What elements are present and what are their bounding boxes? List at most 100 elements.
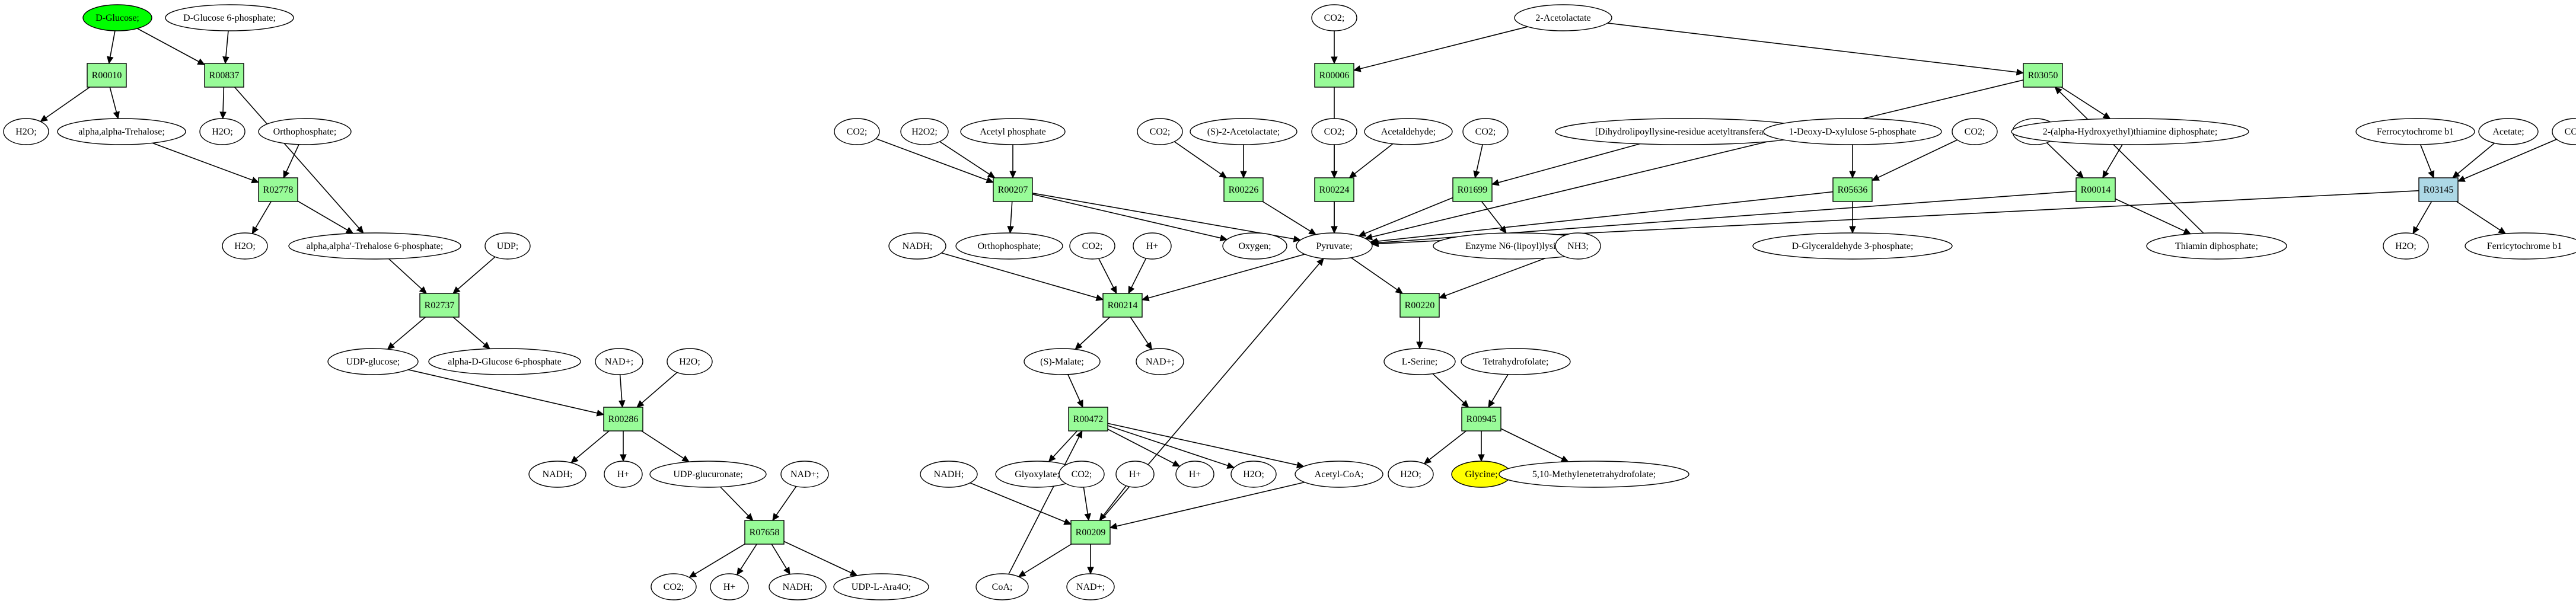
reaction-node-r00006[interactable]: R00006	[1314, 63, 1354, 88]
reaction-node-r00220[interactable]: R00220	[1399, 293, 1440, 318]
reaction-label: R02778	[263, 185, 294, 195]
reaction-node-r05636[interactable]: R05636	[1832, 177, 1873, 202]
compound-node[interactable]: (S)-Malate;	[1024, 348, 1101, 375]
compound-node[interactable]: Glyoxylate;	[995, 461, 1079, 488]
arrowhead	[2076, 170, 2084, 178]
compound-node[interactable]: Acetyl-CoA;	[1295, 461, 1383, 488]
compound-node[interactable]: Orthophosphate;	[955, 232, 1063, 260]
compound-ellipse	[327, 348, 419, 375]
compound-node[interactable]: NAD+;	[1066, 573, 1115, 600]
compound-label: CO2;	[1475, 127, 1496, 137]
compound-label: Glyoxylate;	[1015, 469, 1060, 480]
reaction-node-r01699[interactable]: R01699	[1452, 177, 1493, 202]
compound-node[interactable]: UDP-glucose;	[327, 348, 419, 375]
compound-node[interactable]: H2O;	[3, 118, 49, 145]
compound-node[interactable]: UDP-glucuronate;	[649, 461, 767, 488]
compound-node[interactable]: alpha-D-Glucose 6-phosphate	[428, 348, 581, 375]
reaction-node-r07658[interactable]: R07658	[744, 520, 785, 545]
compound-node[interactable]: Ferricytochrome b1	[2465, 232, 2576, 260]
compound-label: CO2;	[1965, 127, 1985, 137]
compound-node[interactable]: CO2;	[1137, 118, 1183, 145]
reaction-node-r00207[interactable]: R00207	[993, 177, 1033, 202]
compound-node[interactable]: D-Glyceraldehyde 3-phosphate;	[1752, 232, 1953, 260]
compound-node[interactable]: NAD+;	[595, 348, 643, 375]
compound-node[interactable]: CO2;	[1311, 118, 1357, 145]
arrowhead	[2498, 227, 2507, 234]
reaction-node-r00214[interactable]: R00214	[1102, 293, 1143, 318]
compound-node[interactable]: Oxygen;	[1222, 232, 1287, 260]
compound-node[interactable]: D-Glucose;	[82, 4, 152, 31]
reaction-node-r00945[interactable]: R00945	[1461, 407, 1501, 432]
reaction-node-r00286[interactable]: R00286	[603, 407, 643, 432]
compound-label: Enzyme N6-(lipoyl)lysine;	[1465, 241, 1567, 251]
reaction-node-r03050[interactable]: R03050	[2023, 63, 2063, 88]
compound-node[interactable]: UDP-L-Ara4O;	[833, 573, 929, 600]
compound-node[interactable]: NAD+;	[780, 461, 829, 488]
compound-node[interactable]: 2-(alpha-Hydroxyethyl)thiamine diphospha…	[2011, 118, 2249, 145]
compound-node[interactable]: H2O;	[1230, 461, 1277, 488]
compound-node[interactable]: D-Glucose 6-phosphate;	[165, 4, 294, 31]
compound-node[interactable]: CO2;	[1311, 4, 1357, 31]
compound-node[interactable]: CO2;	[651, 573, 697, 600]
compound-node[interactable]: CO2;	[2552, 118, 2576, 145]
compound-node[interactable]: H2O;	[1388, 461, 1434, 488]
reaction-node-r00209[interactable]: R00209	[1070, 520, 1111, 545]
compound-node[interactable]: Ferrocytochrome b1	[2355, 118, 2475, 145]
reaction-node-r02737[interactable]: R02737	[419, 293, 460, 318]
reaction-node-r02778[interactable]: R02778	[258, 177, 298, 202]
compound-ellipse	[1388, 461, 1434, 488]
compound-node[interactable]: H2O;	[2383, 232, 2429, 260]
compound-node[interactable]: 1-Deoxy-D-xylulose 5-phosphate	[1763, 118, 1942, 145]
reaction-node-r00837[interactable]: R00837	[204, 63, 244, 88]
reaction-node-r00472[interactable]: R00472	[1068, 407, 1108, 432]
compound-node[interactable]: NAD+;	[1136, 348, 1184, 375]
reaction-node-r00224[interactable]: R00224	[1314, 177, 1354, 202]
compound-node[interactable]: CO2;	[1462, 118, 1509, 145]
compound-node[interactable]: Orthophosphate;	[258, 118, 352, 145]
compound-label: alpha,alpha-Trehalose;	[78, 127, 165, 137]
compound-node[interactable]: H2O;	[222, 232, 268, 260]
compound-node[interactable]: (S)-2-Acetolactate;	[1190, 118, 1297, 145]
compound-node[interactable]: NADH;	[769, 573, 827, 600]
compound-node[interactable]: NADH;	[528, 461, 586, 488]
arrowhead	[251, 226, 259, 235]
compound-node[interactable]: H2O;	[199, 118, 246, 145]
compound-node[interactable]: H2O;	[667, 348, 713, 375]
compound-node[interactable]: CoA;	[975, 573, 1029, 600]
reaction-node-r00226[interactable]: R00226	[1223, 177, 1264, 202]
compound-node[interactable]: H2O2;	[900, 118, 949, 145]
compound-node[interactable]: 2-Acetolactate	[1514, 4, 1612, 31]
compound-node[interactable]: H+	[1133, 232, 1172, 260]
reaction-node-r03145[interactable]: R03145	[2418, 177, 2459, 202]
compound-node[interactable]: UDP;	[484, 232, 531, 260]
compound-node[interactable]: NH3;	[1555, 232, 1601, 260]
compound-node[interactable]: CO2;	[1059, 461, 1105, 488]
compound-node[interactable]: CO2;	[834, 118, 880, 145]
compound-node[interactable]: H+	[1175, 461, 1214, 488]
compound-node[interactable]: Acetate;	[2478, 118, 2539, 145]
reaction-node-r00010[interactable]: R00010	[87, 63, 127, 88]
compound-node[interactable]: H+	[1115, 461, 1155, 488]
reaction-node-r00014[interactable]: R00014	[2076, 177, 2116, 202]
compound-node[interactable]: alpha,alpha'-Trehalose 6-phosphate;	[288, 232, 461, 260]
compound-node[interactable]: Tetrahydrofolate;	[1461, 348, 1571, 375]
compound-node[interactable]: CO2;	[1069, 232, 1115, 260]
compound-node[interactable]: Pyruvate;	[1296, 232, 1373, 260]
arrowhead	[618, 400, 626, 408]
compound-label: UDP;	[497, 241, 518, 251]
compound-label: H+	[723, 582, 736, 592]
compound-node[interactable]: H+	[604, 461, 643, 488]
compound-node[interactable]: NADH;	[920, 461, 978, 488]
compound-node[interactable]: L-Serine;	[1383, 348, 1456, 375]
compound-ellipse	[528, 461, 586, 488]
compound-node[interactable]: 5,10-Methylenetetrahydrofolate;	[1499, 461, 1689, 488]
compound-node[interactable]: alpha,alpha-Trehalose;	[57, 118, 186, 145]
compound-node[interactable]: CO2;	[1952, 118, 1998, 145]
compound-node[interactable]: Acetaldehyde;	[1364, 118, 1453, 145]
compound-node[interactable]: Acetyl phosphate	[960, 118, 1066, 145]
compound-node[interactable]: Thiamin diphosphate;	[2146, 232, 2287, 260]
edge-r03145-to-c-ferricyt	[2456, 201, 2501, 231]
edge-r00837-to-c-trehalose6p	[234, 87, 360, 229]
compound-node[interactable]: H+	[710, 573, 749, 600]
compound-node[interactable]: NADH;	[888, 232, 946, 260]
